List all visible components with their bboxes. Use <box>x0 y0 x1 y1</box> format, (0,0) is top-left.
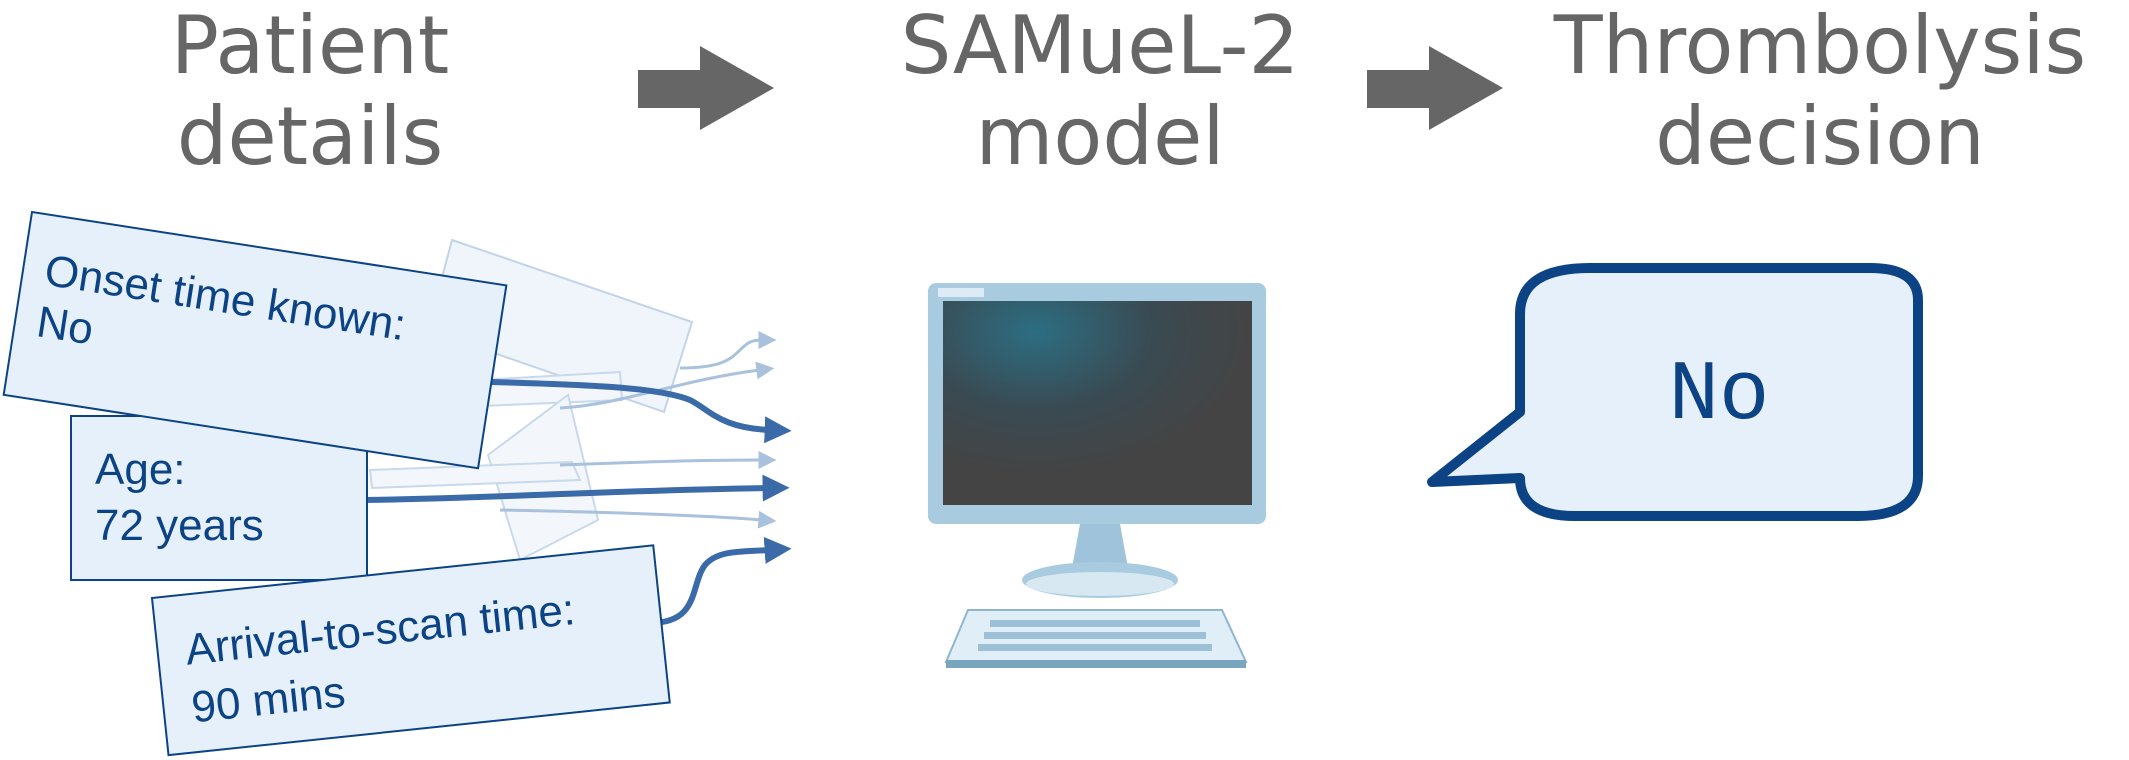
decision-value: No <box>1669 349 1770 444</box>
step-heading-line2: details <box>176 90 444 183</box>
connector-age <box>364 474 790 503</box>
feature-value: No <box>34 297 97 354</box>
arrow-right-icon <box>1367 46 1503 130</box>
step-heading-line1: SAMueL-2 <box>900 0 1300 92</box>
step-heading-decision: Thrombolysis decision <box>1510 0 2129 182</box>
computer-monitor-icon <box>928 283 1266 598</box>
step-heading-model: SAMueL-2 model <box>820 0 1380 182</box>
feature-label: Age: <box>95 445 186 494</box>
speech-bubble-icon: No <box>1427 263 1923 521</box>
feature-card-arrival: Arrival-to-scan time: 90 mins <box>150 544 671 757</box>
connector-arrival <box>649 536 792 626</box>
step-heading-line2: decision <box>1655 90 1985 183</box>
feature-connectors <box>364 379 792 626</box>
step-heading-line1: Thrombolysis <box>1553 0 2087 92</box>
feature-value: 72 years <box>95 501 264 550</box>
connector-onset <box>489 379 792 444</box>
arrow-right-icon <box>638 46 774 130</box>
step-heading-line1: Patient <box>170 0 450 92</box>
step-heading-line2: model <box>975 90 1225 183</box>
background-feature-cards <box>368 238 694 562</box>
step-heading-patient-details: Patient details <box>110 0 510 182</box>
feature-card-onset: Onset time known: No <box>2 210 508 470</box>
keyboard-icon <box>944 609 1248 668</box>
